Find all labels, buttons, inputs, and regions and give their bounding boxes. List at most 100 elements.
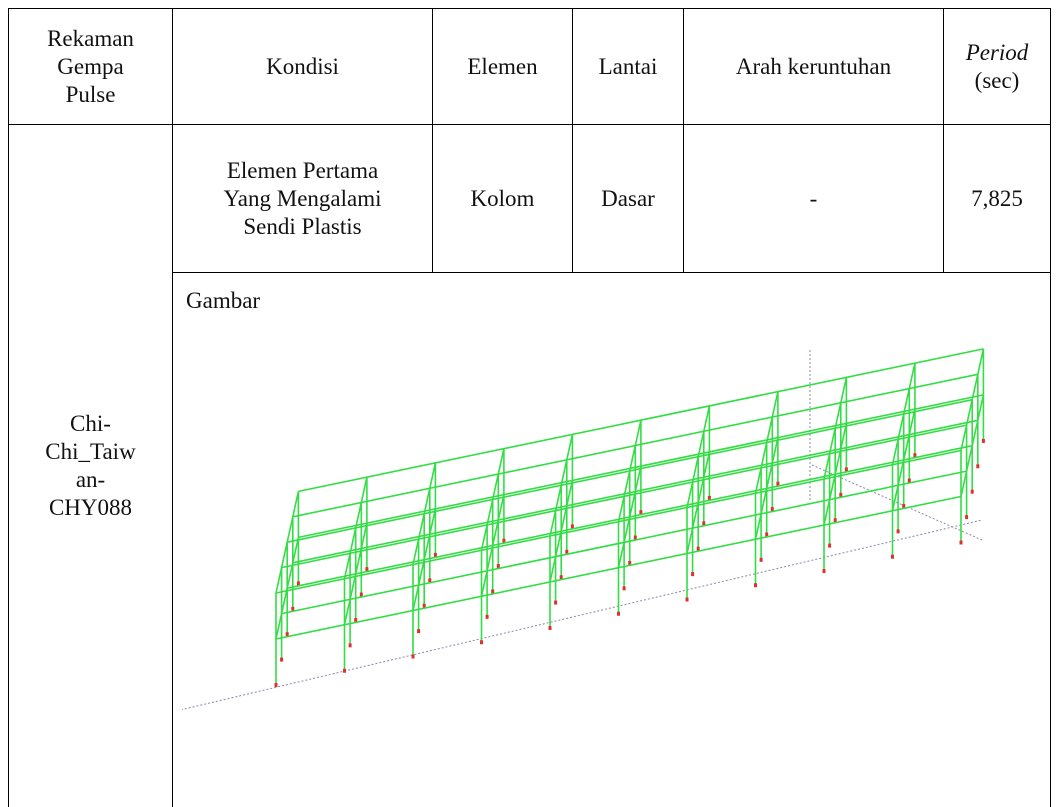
frame-beam-trans bbox=[549, 480, 574, 583]
frame-beam-trans bbox=[412, 462, 437, 565]
plastic-hinge-marker bbox=[274, 683, 278, 687]
kondisi-value: Elemen Pertama Yang Mengalami Sendi Plas… bbox=[173, 125, 432, 272]
plastic-hinge-marker bbox=[765, 532, 769, 537]
frame-beam-trans bbox=[686, 451, 711, 554]
plastic-hinge-marker bbox=[491, 589, 495, 594]
plastic-hinge-marker bbox=[770, 507, 774, 512]
kondisi-line-3: Sendi Plastis bbox=[243, 213, 362, 239]
plastic-hinge-marker bbox=[422, 603, 426, 608]
plastic-hinge-marker bbox=[891, 554, 894, 559]
border-header-bottom bbox=[8, 124, 1051, 125]
axis-y bbox=[811, 464, 983, 541]
frame-beam-trans bbox=[823, 377, 848, 480]
plastic-hinge-marker bbox=[496, 564, 500, 569]
plastic-hinge-marker bbox=[754, 583, 757, 588]
frame-beam-trans bbox=[891, 408, 916, 511]
border-col1 bbox=[172, 8, 173, 807]
record-line-1: Chi- bbox=[70, 411, 111, 436]
frame-beam-trans bbox=[960, 394, 985, 497]
gambar-label: Gambar bbox=[186, 288, 261, 313]
frame-beam-long bbox=[298, 394, 984, 539]
plastic-hinge-marker bbox=[685, 597, 689, 602]
border-right bbox=[1050, 8, 1051, 807]
header-rekaman-gempa-pulse: Rekaman Gempa Pulse bbox=[9, 9, 172, 124]
plastic-hinge-marker bbox=[622, 586, 626, 591]
plastic-hinge-marker bbox=[822, 569, 826, 573]
frame-beam-trans bbox=[343, 476, 368, 579]
plastic-hinge-marker bbox=[559, 575, 563, 580]
plastic-hinge-marker bbox=[343, 668, 346, 673]
plastic-hinge-marker bbox=[965, 515, 969, 520]
record-line-4: CHY088 bbox=[48, 495, 133, 520]
plastic-hinge-marker bbox=[485, 614, 489, 619]
plastic-hinge-marker bbox=[411, 654, 415, 659]
plastic-hinge-marker bbox=[480, 640, 483, 645]
frame-beam-trans bbox=[275, 537, 300, 640]
frame-beam-trans bbox=[891, 362, 916, 465]
plastic-hinge-marker bbox=[639, 510, 643, 515]
record-line-2: Chi_Taiw bbox=[45, 439, 136, 464]
plastic-hinge-marker bbox=[359, 592, 363, 597]
plastic-hinge-marker bbox=[844, 467, 848, 472]
border-col2 bbox=[432, 8, 433, 272]
plastic-hinge-marker bbox=[291, 606, 295, 611]
plastic-hinge-marker bbox=[365, 567, 369, 572]
plastic-hinge-marker bbox=[702, 521, 706, 526]
border-col3 bbox=[572, 8, 573, 272]
arah-value: - bbox=[809, 185, 818, 211]
lantai-value: Dasar bbox=[601, 185, 655, 211]
header-arah-keruntuhan: Arah keruntuhan bbox=[735, 53, 892, 79]
period-value: 7,825 bbox=[971, 185, 1023, 211]
header-period-label: Period bbox=[965, 39, 1029, 65]
frame-beam-trans bbox=[480, 494, 505, 597]
plastic-hinge-marker bbox=[354, 617, 358, 622]
header-line-3: Pulse bbox=[65, 81, 116, 107]
plastic-hinge-marker bbox=[839, 492, 843, 497]
frame-beam-trans bbox=[754, 391, 779, 494]
plastic-hinge-marker bbox=[833, 518, 837, 523]
border-col4 bbox=[683, 8, 684, 272]
axis-x bbox=[182, 519, 983, 711]
plastic-hinge-marker bbox=[433, 552, 437, 557]
header-kondisi: Kondisi bbox=[266, 53, 339, 79]
plastic-hinge-marker bbox=[417, 629, 421, 634]
plastic-hinge-marker bbox=[759, 557, 763, 562]
plastic-hinge-marker bbox=[902, 503, 906, 508]
plastic-hinge-marker bbox=[907, 478, 911, 483]
plastic-hinge-marker bbox=[570, 524, 574, 529]
record-name: Chi- Chi_Taiw an- CHY088 bbox=[9, 125, 172, 807]
plastic-hinge-marker bbox=[296, 581, 300, 586]
header-lantai: Lantai bbox=[598, 53, 658, 79]
plastic-hinge-marker bbox=[617, 611, 620, 616]
header-line-2: Gempa bbox=[57, 53, 124, 79]
plastic-hinge-marker bbox=[707, 495, 711, 500]
plastic-hinge-marker bbox=[285, 632, 289, 637]
plastic-hinge-marker bbox=[981, 438, 985, 443]
header-period: Period (sec) bbox=[944, 9, 1050, 124]
frame-beam-trans bbox=[686, 405, 711, 508]
frame-beam-trans bbox=[754, 437, 779, 540]
frame-beam-trans bbox=[343, 522, 368, 625]
plastic-hinge-marker bbox=[428, 578, 432, 583]
plastic-hinge-marker bbox=[691, 572, 695, 577]
kondisi-line-1: Elemen Pertama bbox=[226, 157, 379, 183]
header-line-1: Rekaman bbox=[47, 25, 134, 51]
structure-3d-figure bbox=[182, 348, 985, 711]
record-line-3: an- bbox=[75, 467, 106, 492]
frame-beam-trans bbox=[823, 423, 848, 526]
border-row-divider bbox=[172, 272, 1051, 273]
border-left bbox=[8, 8, 9, 807]
frame-beam-long bbox=[298, 348, 984, 493]
plastic-hinge-marker bbox=[828, 543, 832, 548]
plastic-hinge-marker bbox=[348, 643, 352, 648]
border-col5 bbox=[943, 8, 944, 272]
plastic-hinge-marker bbox=[976, 464, 980, 469]
plastic-hinge-marker bbox=[913, 453, 917, 458]
frame-beam-trans bbox=[549, 434, 574, 537]
frame-beam-trans bbox=[617, 419, 642, 522]
plastic-hinge-marker bbox=[554, 600, 558, 605]
plastic-hinge-marker bbox=[565, 549, 569, 554]
plastic-hinge-marker bbox=[628, 560, 632, 565]
plastic-hinge-marker bbox=[502, 538, 506, 543]
